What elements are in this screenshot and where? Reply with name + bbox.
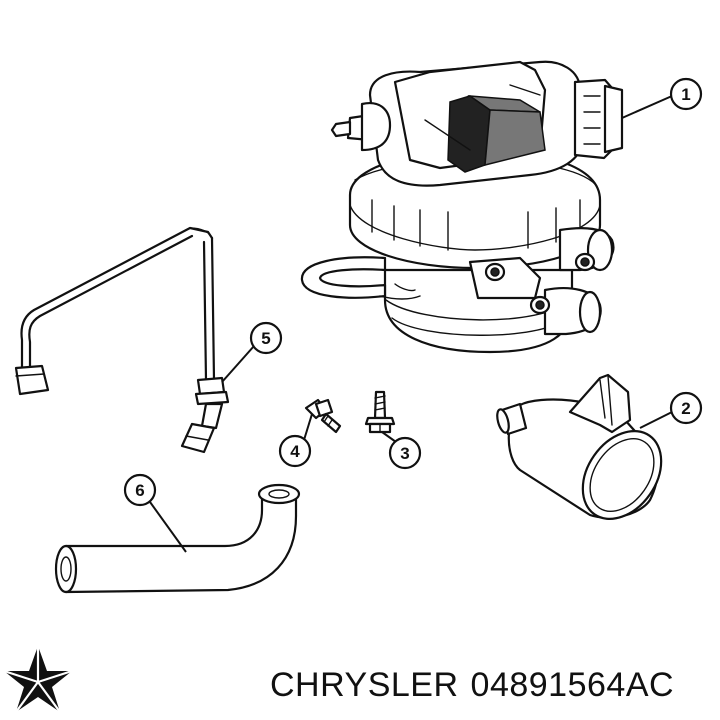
svg-text:6: 6 xyxy=(135,481,144,500)
svg-text:3: 3 xyxy=(400,444,409,463)
part-4-bolt xyxy=(304,398,342,434)
svg-text:2: 2 xyxy=(681,399,690,418)
part-5-vent-tube xyxy=(14,226,230,454)
part-6-hose xyxy=(54,483,301,594)
part-3-bolt xyxy=(364,390,396,434)
callout-4: 4 xyxy=(278,413,313,468)
part-caption: CHRYSLER 04891564AC xyxy=(270,662,710,708)
part-number: 04891564AC xyxy=(470,666,675,704)
callout-3: 3 xyxy=(381,431,422,470)
brand-name: CHRYSLER xyxy=(270,666,459,704)
callout-1: 1 xyxy=(621,77,703,119)
callout-2: 2 xyxy=(639,391,703,429)
svg-text:5: 5 xyxy=(261,329,270,348)
svg-text:1: 1 xyxy=(681,85,690,104)
svg-text:4: 4 xyxy=(290,442,300,461)
part-1-pump-assembly xyxy=(300,60,624,354)
pentastar-logo-icon xyxy=(3,646,73,713)
callout-6: 6 xyxy=(123,473,187,553)
callout-5: 5 xyxy=(221,321,283,383)
part-2-filter-canister xyxy=(496,373,663,520)
